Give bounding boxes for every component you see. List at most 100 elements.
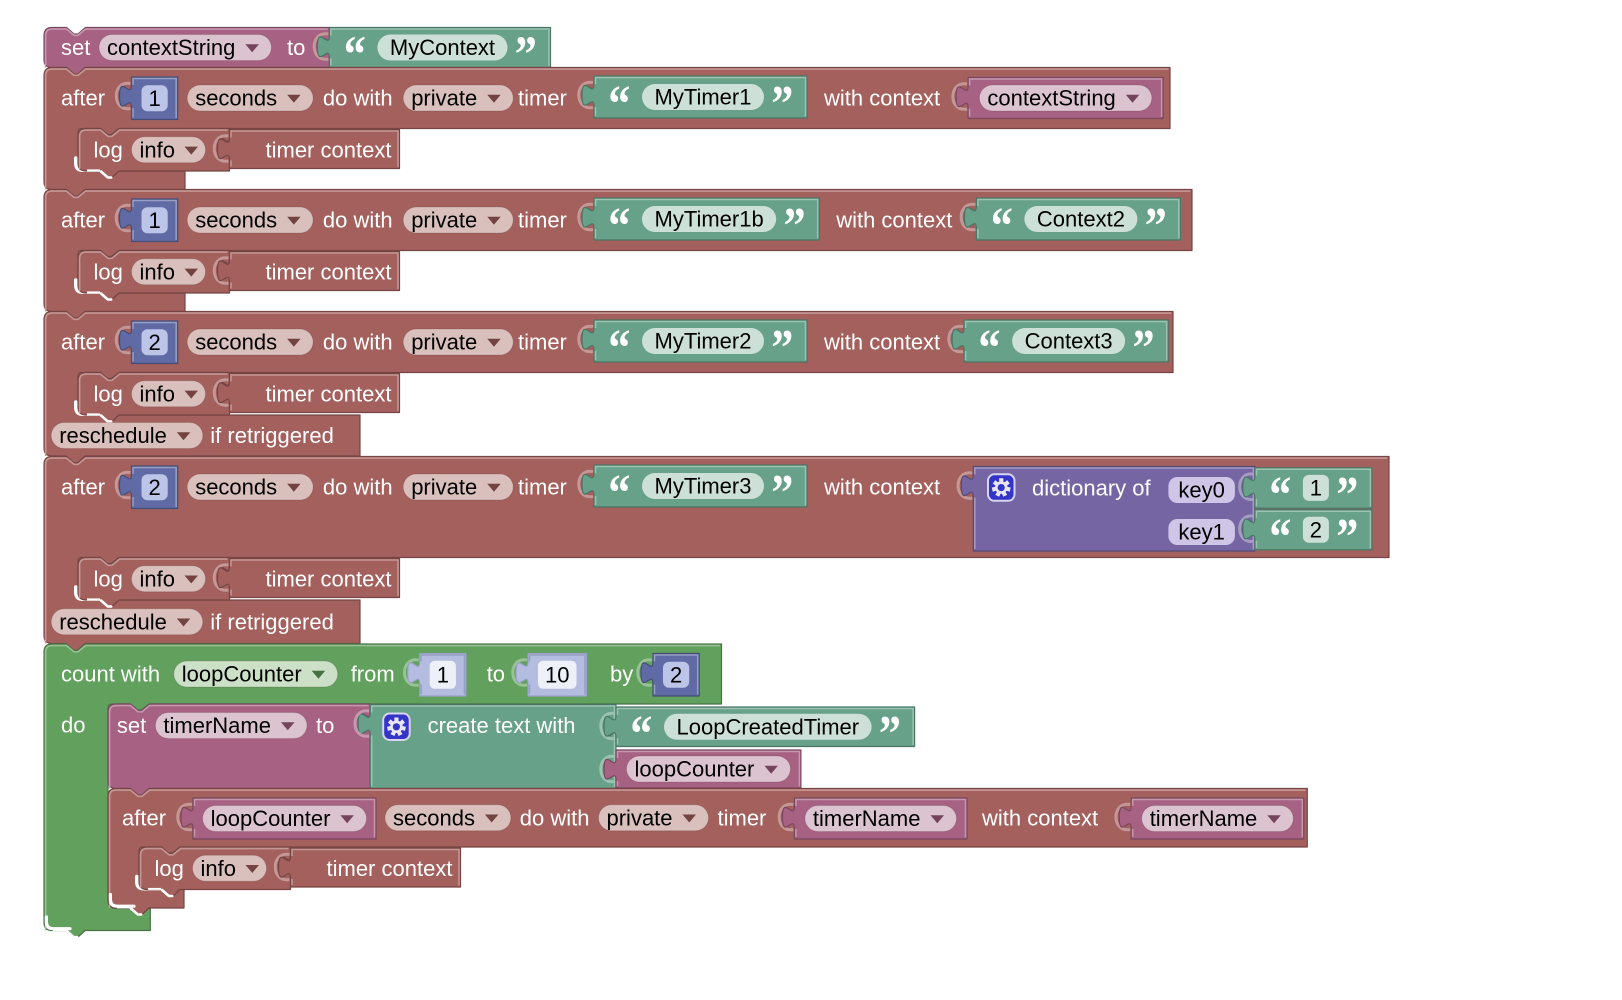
svg-text:”: ” [771,465,793,522]
svg-text:timer context: timer context [266,137,392,162]
svg-text:”: ” [879,706,901,763]
svg-text:seconds: seconds [195,330,277,355]
svg-text:by: by [610,662,633,687]
svg-text:MyTimer1b: MyTimer1b [655,207,764,232]
svg-text:do with: do with [323,330,393,355]
svg-text:MyTimer1: MyTimer1 [655,85,752,110]
svg-text:count with: count with [61,662,160,687]
svg-text:timer context: timer context [327,856,453,881]
svg-text:with context: with context [835,208,952,233]
svg-text:timer: timer [518,475,567,500]
svg-text:with context: with context [823,475,940,500]
svg-text:timer context: timer context [266,567,392,592]
svg-text:set: set [117,713,146,738]
svg-text:MyTimer2: MyTimer2 [655,329,752,354]
svg-text:timer: timer [518,86,567,111]
svg-text:contextString: contextString [107,35,235,60]
svg-text:info: info [140,259,175,284]
svg-text:after: after [61,208,105,233]
svg-text:if retriggered: if retriggered [210,610,334,635]
svg-text:MyContext: MyContext [390,35,495,60]
svg-text:private: private [411,475,477,500]
svg-text:“: “ [630,706,652,763]
svg-text:seconds: seconds [195,475,277,500]
svg-text:seconds: seconds [195,86,277,111]
svg-text:from: from [351,662,395,687]
svg-text:private: private [411,86,477,111]
svg-text:do with: do with [323,475,393,500]
svg-text:”: ” [1336,509,1358,566]
svg-text:“: “ [608,320,630,377]
svg-text:dictionary of: dictionary of [1032,475,1152,500]
svg-text:with context: with context [823,330,940,355]
svg-text:do: do [61,713,85,738]
svg-text:”: ” [771,320,793,377]
svg-text:Context3: Context3 [1025,329,1113,354]
svg-text:do with: do with [323,86,393,111]
svg-text:1: 1 [149,208,161,233]
svg-text:after: after [61,86,105,111]
svg-text:timerName: timerName [1150,806,1258,831]
svg-text:set: set [61,35,90,60]
svg-text:loopCounter: loopCounter [211,806,331,831]
svg-text:after: after [61,330,105,355]
svg-text:with context: with context [981,806,1098,831]
svg-text:reschedule: reschedule [59,610,167,635]
svg-text:“: “ [991,198,1013,255]
svg-text:10: 10 [545,663,569,688]
svg-text:to: to [316,713,334,738]
svg-text:do with: do with [323,208,393,233]
svg-text:log: log [94,381,123,406]
svg-text:after: after [122,806,166,831]
svg-text:log: log [155,856,184,881]
svg-text:2: 2 [149,475,161,500]
svg-text:”: ” [1133,320,1155,377]
svg-text:timer: timer [518,330,567,355]
svg-text:timer context: timer context [266,381,392,406]
svg-text:LoopCreatedTimer: LoopCreatedTimer [677,715,860,740]
svg-text:if retriggered: if retriggered [210,423,334,448]
svg-text:timer: timer [718,806,767,831]
svg-text:“: “ [1269,509,1291,566]
svg-text:to: to [287,35,305,60]
svg-text:MyTimer3: MyTimer3 [655,474,752,499]
svg-text:loopCounter: loopCounter [182,662,302,687]
svg-text:key0: key0 [1178,478,1224,503]
svg-text:timerName: timerName [813,806,921,831]
svg-text:with context: with context [823,86,940,111]
svg-text:timer context: timer context [266,259,392,284]
svg-text:seconds: seconds [393,806,475,831]
svg-text:log: log [94,567,123,592]
svg-text:“: “ [608,198,630,255]
svg-text:Context2: Context2 [1037,207,1125,232]
svg-text:private: private [411,208,477,233]
svg-text:”: ” [771,76,793,133]
svg-text:log: log [94,259,123,284]
svg-text:2: 2 [149,330,161,355]
svg-text:to: to [487,662,505,687]
svg-text:seconds: seconds [195,208,277,233]
svg-text:info: info [140,137,175,162]
svg-text:“: “ [978,320,1000,377]
svg-text:private: private [607,806,673,831]
svg-text:key1: key1 [1178,520,1224,545]
svg-text:1: 1 [437,663,449,688]
svg-text:”: ” [1145,198,1167,255]
svg-text:”: ” [784,198,806,255]
svg-text:contextString: contextString [987,86,1115,111]
svg-text:1: 1 [149,86,161,111]
svg-text:“: “ [608,76,630,133]
svg-text:timer: timer [518,208,567,233]
svg-text:loopCounter: loopCounter [635,757,755,782]
svg-text:2: 2 [670,663,682,688]
svg-text:private: private [411,330,477,355]
svg-text:info: info [140,567,175,592]
svg-text:info: info [140,381,175,406]
svg-text:info: info [201,856,236,881]
svg-text:1: 1 [1310,476,1322,501]
svg-text:do with: do with [520,806,590,831]
svg-text:after: after [61,475,105,500]
svg-text:create text with: create text with [428,713,576,738]
svg-text:“: “ [608,465,630,522]
svg-text:timerName: timerName [163,713,271,738]
